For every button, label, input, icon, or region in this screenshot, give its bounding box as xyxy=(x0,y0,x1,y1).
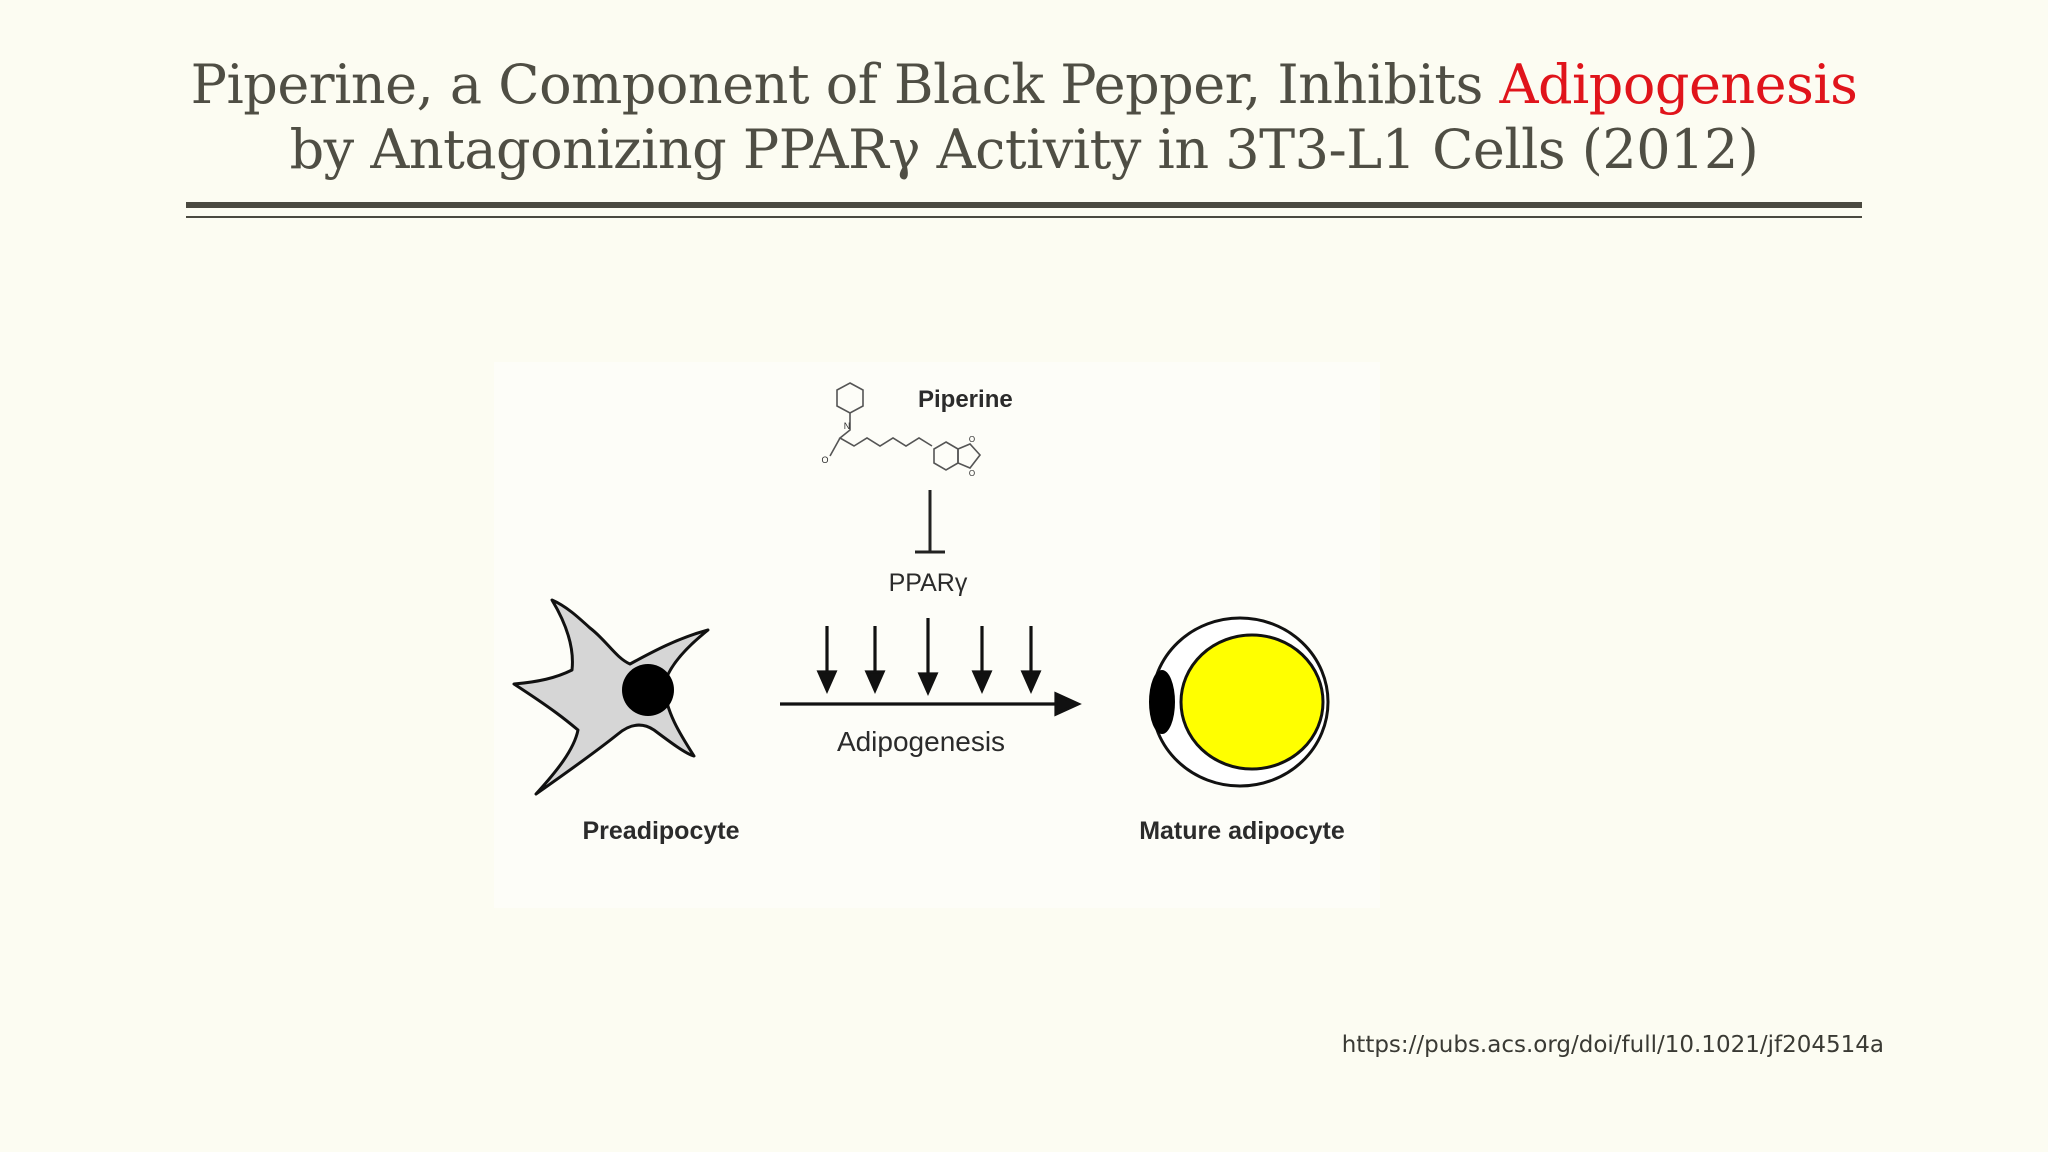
pparg-label: PPARγ xyxy=(889,569,968,597)
oxygen-atom-label: O xyxy=(821,455,828,465)
source-url: https://pubs.acs.org/doi/full/10.1021/jf… xyxy=(1341,1032,1884,1058)
dioxole-ring xyxy=(957,443,982,469)
preadipocyte-nucleus xyxy=(622,664,674,716)
adipogenesis-label: Adipogenesis xyxy=(837,726,1005,757)
carbonyl-bond xyxy=(829,437,841,457)
title-line-1: Piperine, a Component of Black Pepper, I… xyxy=(150,52,1898,117)
preadipocyte-label: Preadipocyte xyxy=(582,817,739,845)
mature-adipocyte-label: Mature adipocyte xyxy=(1139,817,1345,845)
downregulation-arrows xyxy=(816,618,1042,696)
piperidine-ring xyxy=(836,382,864,414)
piperine-label: Piperine xyxy=(918,386,1013,413)
oxygen-atom-label-3: O xyxy=(969,469,975,478)
inhibition-symbol xyxy=(915,490,945,554)
adipocyte-nucleus xyxy=(1149,670,1175,734)
nitrogen-atom-label: N xyxy=(844,421,851,431)
benzene-ring xyxy=(933,441,959,471)
title-line-1-prefix: Piperine, a Component of Black Pepper, I… xyxy=(190,53,1484,116)
title-divider-thin xyxy=(186,216,1862,218)
piperine-structure xyxy=(829,382,982,471)
mechanism-figure: N O O O Piperine PPARγ Adip xyxy=(494,362,1380,908)
mechanism-diagram: N O O O Piperine PPARγ Adip xyxy=(512,382,1345,845)
title-line-2: by Antagonizing PPARγ Activity in 3T3-L1… xyxy=(289,118,1759,181)
title-divider-thick xyxy=(186,202,1862,208)
oxygen-atom-label-2: O xyxy=(969,435,975,444)
differentiation-arrow xyxy=(780,691,1082,717)
lipid-droplet xyxy=(1179,633,1325,771)
preadipocyte-cell-body xyxy=(512,598,710,796)
piperine-chain xyxy=(838,413,933,447)
slide-title: Piperine, a Component of Black Pepper, I… xyxy=(150,52,1898,182)
title-highlight: Adipogenesis xyxy=(1499,53,1858,116)
